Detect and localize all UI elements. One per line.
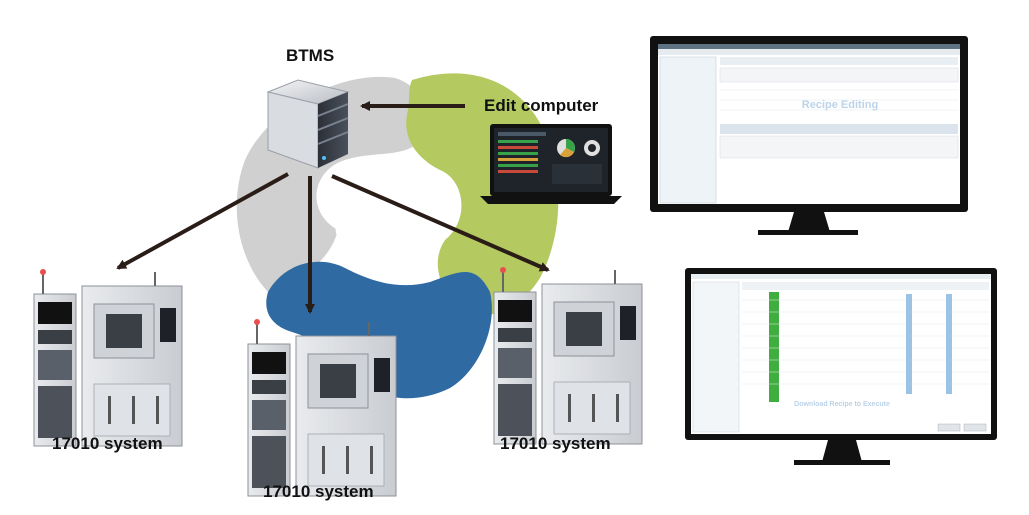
chamber-icon	[493, 267, 643, 445]
cycle-center	[335, 167, 445, 277]
monitor-top-watermark: Recipe Editing	[802, 99, 878, 111]
system-center-label: 17010 system	[263, 482, 374, 501]
chamber-icon	[33, 269, 183, 447]
server-icon	[266, 79, 350, 169]
arrow-icon	[116, 172, 289, 270]
monitor-icon	[650, 36, 997, 465]
edit-computer-label: Edit computer	[484, 96, 599, 115]
server-label: BTMS	[286, 46, 335, 65]
arrow-group	[116, 101, 550, 314]
laptop-icon	[480, 124, 622, 204]
system-right-label: 17010 system	[500, 434, 611, 453]
chamber-icon	[247, 319, 397, 497]
blue-petal	[266, 261, 492, 399]
system-left-label: 17010 system	[52, 434, 163, 453]
arrow-icon	[331, 174, 550, 272]
cycle-graphic	[236, 73, 559, 399]
monitor-bottom-watermark: Download Recipe to Execute	[794, 401, 890, 408]
